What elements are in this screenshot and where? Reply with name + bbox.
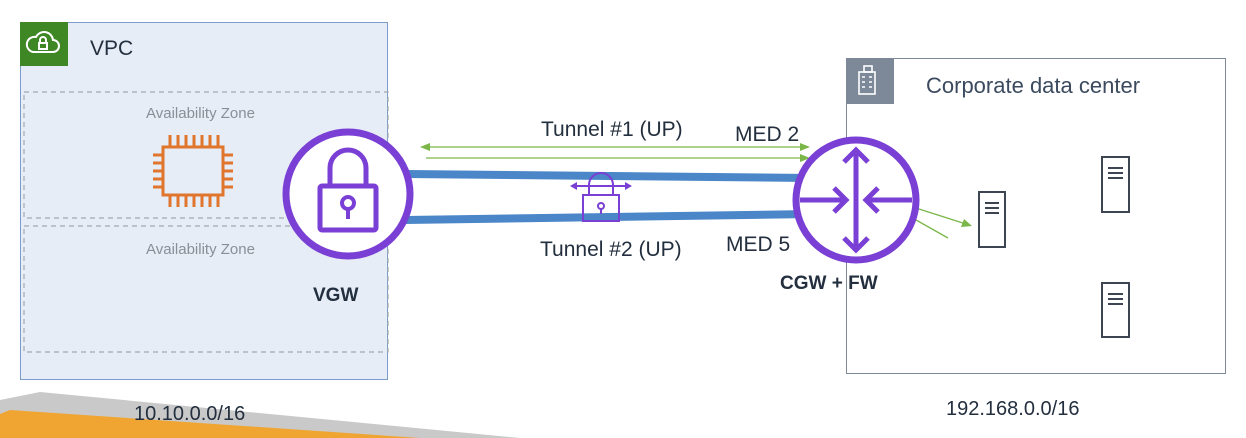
cloud-lock-icon [25, 31, 60, 53]
corporate-title: Corporate data center [926, 73, 1141, 98]
server-icon [978, 191, 1006, 248]
router-icon [792, 136, 920, 264]
tunnel-2-med: MED 5 [726, 233, 791, 256]
vpc-title: VPC [90, 37, 134, 60]
availability-zone-label: Availability Zone [146, 105, 255, 122]
cgw-label: CGW + FW [780, 273, 878, 294]
tunnel-1-label: Tunnel #1 (UP) [541, 118, 683, 141]
tunnel-2-line [404, 210, 813, 224]
vpc-cidr: 10.10.0.0/16 [134, 403, 246, 425]
building-icon [858, 65, 876, 95]
bottom-accent [0, 392, 520, 438]
vgw-lock-icon [282, 128, 414, 260]
vpn-lock-icon [570, 172, 632, 222]
vgw-label: VGW [313, 285, 359, 306]
ec2-instance-icon [153, 135, 233, 207]
corporate-cidr: 192.168.0.0/16 [946, 398, 1080, 420]
availability-zone-2 [23, 225, 389, 353]
tunnel-2-label: Tunnel #2 (UP) [540, 238, 682, 261]
server-icon [1101, 156, 1130, 213]
availability-zone-label: Availability Zone [146, 241, 255, 258]
tunnel-1-med: MED 2 [735, 123, 800, 146]
server-icon [1101, 282, 1130, 338]
